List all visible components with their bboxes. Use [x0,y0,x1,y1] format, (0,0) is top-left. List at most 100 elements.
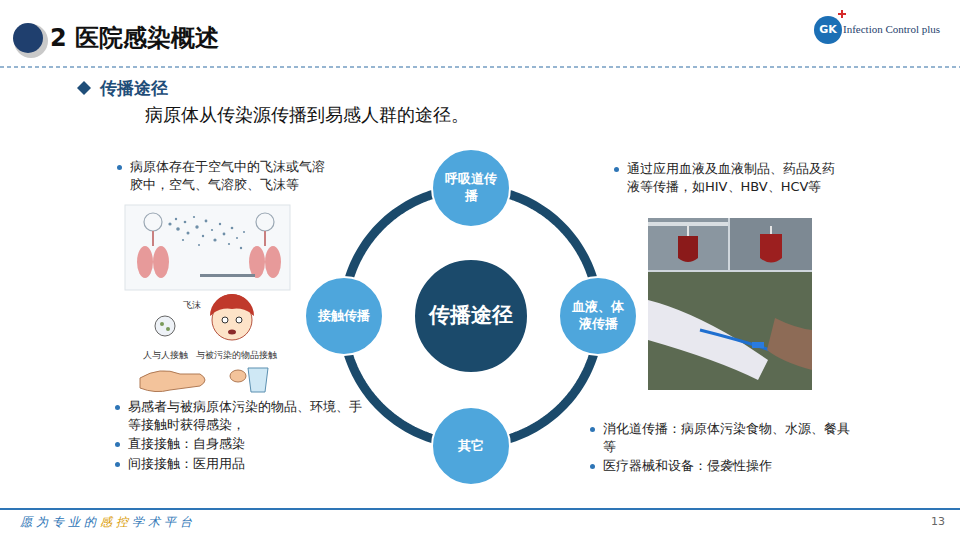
header-bullet [13,23,43,53]
blood-photo [678,236,698,262]
respiratory-illustration [219,223,221,225]
circle-label: 血液、体液传播 [569,299,627,333]
respiratory-illustration [265,246,281,278]
page-number: 13 [915,515,945,530]
respiratory-illustration [211,229,213,231]
contact-illustration [248,368,268,392]
blood-photo [730,218,812,270]
circle-fill [432,407,510,485]
blood-photo [648,218,812,390]
respiratory-illustration [213,238,216,241]
intro-sentence: 病原体从传染源传播到易感人群的途径。 [145,103,469,127]
bullet-dot [590,427,595,432]
contact-illustration [222,317,228,323]
bullet-text: 医疗器械和设备：侵袭性操作 [603,457,853,475]
respiratory-illustration [182,239,184,241]
ring-arc [509,354,594,439]
contact-illustration [160,322,164,326]
respiratory-illustration [125,205,290,290]
footer-slogan: 学术平台 [132,514,196,530]
blood-photo [767,318,812,370]
header-bullet [13,23,48,58]
bullet-dot [115,442,120,447]
blood-photo [752,342,764,348]
respiratory-illustration [223,233,226,236]
transmission-route-circle: 血液、体液传播 [558,276,638,356]
diamond-bullet [77,81,91,95]
respiratory-illustration [249,246,265,278]
circle-label: 传播途径 [429,302,513,329]
bullet-text: 易感者与被病原体污染的物品、环境、手等接触时获得感染， [128,398,363,433]
ring-arc [349,194,433,278]
circle-label-holder: 血液、体液传播 [569,299,627,333]
circle-fill [432,149,510,227]
blood-photo [687,226,689,236]
respiratory-illustration [198,244,200,246]
bullet-dot [614,167,619,172]
bullet-text: 病原体存在于空气中的飞沫或气溶胶中，空气、气溶胶、飞沫等 [130,158,330,193]
footer-slogan-highlight: 感控 [100,514,132,530]
bullet-text: 间接接触：医用用品 [128,455,363,473]
contact-illustration [140,371,205,392]
circle-label: 呼吸道传播 [442,171,500,205]
contact-illustration [230,370,246,382]
header-bullet [14,24,48,58]
bullet-text: 消化道传播：病原体污染食物、水源、餐具等 [603,420,853,455]
blood-photo [648,300,768,380]
respiratory-illustration [152,231,154,246]
respiratory-illustration [240,247,242,249]
respiratory-illustration [137,246,153,278]
respiratory-illustration [264,231,266,246]
blood-photo [770,226,772,234]
transmission-route-circle: 呼吸道传播 [431,148,511,228]
illustration-caption: 飞沫 [183,299,201,311]
circle-label-holder: 呼吸道传播 [442,171,500,205]
respiratory-illustration [205,220,208,223]
ring-arc [509,194,593,278]
respiratory-illustration [175,218,177,220]
bullet-text: 通过应用血液及血液制品、药品及药液等传播，如HIV、HBV、HCV等 [627,160,842,195]
bullet-dot [117,165,122,170]
respiratory-illustration [176,227,180,231]
circle-fill [305,277,383,355]
circle-label: 接触传播 [315,308,373,325]
respiratory-illustration [256,213,274,231]
section-heading: 传播途径 [100,77,168,100]
respiratory-illustration [168,222,171,225]
transmission-route-circle: 接触传播 [304,276,384,356]
slide-title: 2 医院感染概述 [50,22,219,54]
respiratory-illustration [228,243,230,245]
illustration-caption: 人与人接触 [143,349,188,361]
respiratory-illustration [193,216,195,218]
logo-text: Infection Control plus [843,22,940,37]
bullet-dot [590,464,595,469]
contact-illustration [212,294,252,314]
respiratory-illustration [236,237,238,239]
logo-mark [814,16,842,44]
contact-illustration [166,327,170,331]
respiratory-illustration [231,227,234,230]
circle-label-holder: 传播途径 [429,302,513,329]
circle-fill [559,277,637,355]
logo-mark [838,10,846,18]
blood-photo [648,218,812,390]
blood-photo [760,234,782,263]
header-rule [0,66,960,67]
blood-photo [648,218,728,270]
blood-photo [648,272,812,390]
respiratory-illustration [184,221,187,224]
contact-illustration [236,317,242,323]
footer-slogan: 愿为专业的 [20,514,100,530]
circle-label: 其它 [442,438,500,455]
bullet-dot [115,462,120,467]
respiratory-illustration [168,216,245,249]
bullet-text: 直接接触：自身感染 [128,435,363,453]
logo-mark [814,10,846,44]
respiratory-illustration [200,274,255,277]
blood-photo [700,330,770,350]
transmission-route-circle: 其它 [431,406,511,486]
respiratory-illustration [195,225,198,228]
bullet-dot [115,405,120,410]
contact-illustration [228,330,236,335]
